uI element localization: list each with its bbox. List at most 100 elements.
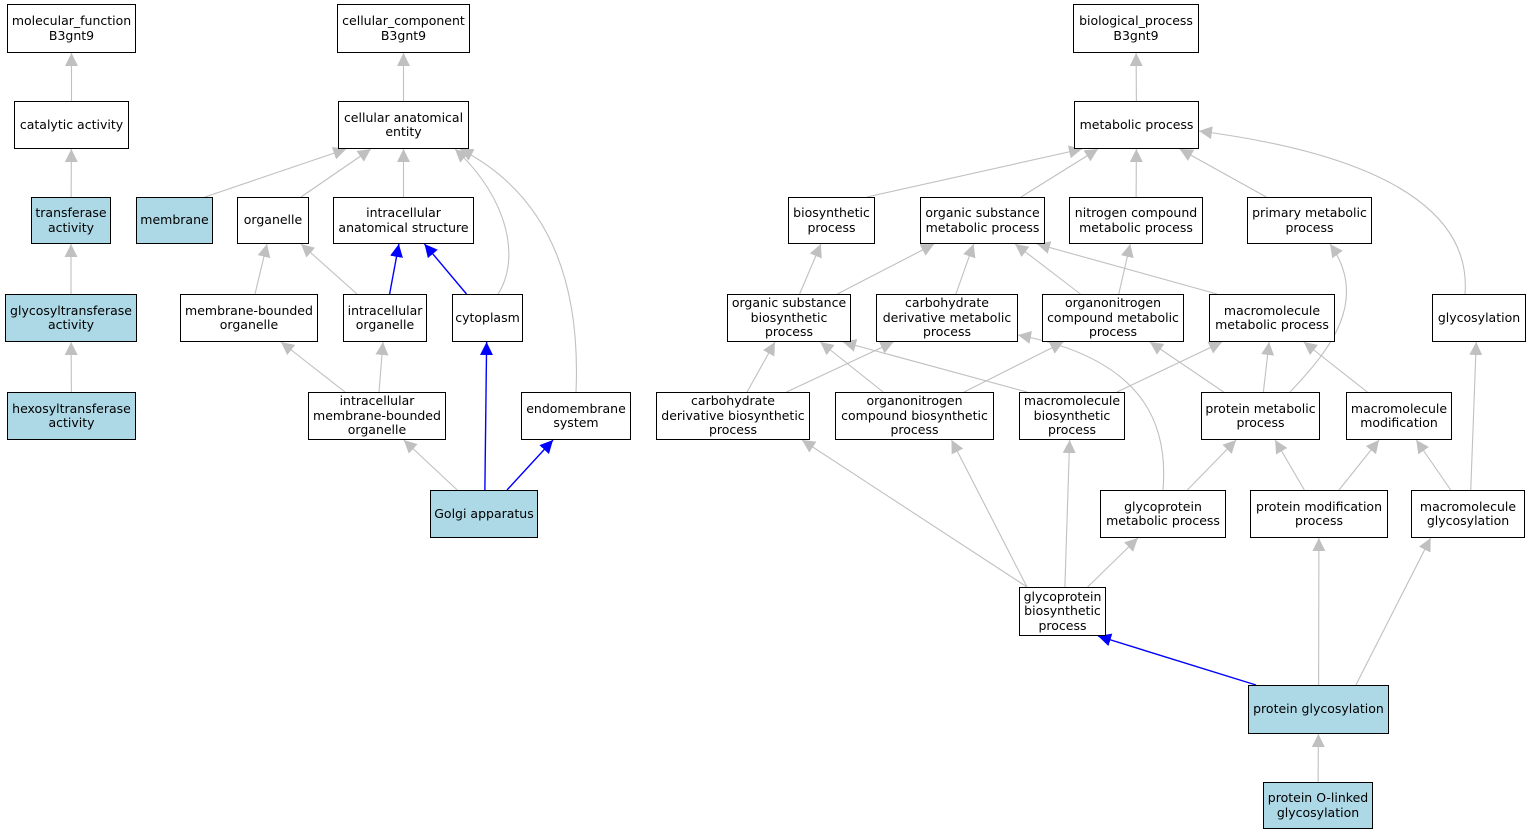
- node-label-line: compound metabolic: [1047, 309, 1179, 325]
- node-label-line: biosynthetic: [1033, 407, 1111, 423]
- edge-golgi-to-endomembrane: [506, 439, 554, 491]
- node-label-line: Golgi apparatus: [434, 505, 534, 521]
- node-label-line: metabolic process: [1079, 116, 1194, 132]
- edge-mglyc-to-mmod: [1415, 439, 1452, 491]
- node-label-line: membrane: [140, 212, 209, 228]
- node-label-line: membrane-bounded: [185, 302, 313, 318]
- node-organelle[interactable]: organelle: [237, 197, 309, 244]
- node-label-line: glycoprotein: [1023, 588, 1102, 604]
- node-label-line: biosynthetic: [1024, 603, 1101, 619]
- node-label-line: macromolecule: [1419, 498, 1517, 514]
- node-label-line: process: [1236, 415, 1285, 430]
- node-label-line: glycosylation: [1276, 804, 1360, 820]
- edge-glycosylation-to-metabolic: [1198, 126, 1466, 295]
- node-cytoplasm[interactable]: cytoplasm: [452, 294, 523, 342]
- edge-io-to-organelle: [300, 243, 358, 295]
- edge-golgi-to-cytoplasm: [479, 341, 493, 491]
- node-label-line: nitrogen compound: [1074, 205, 1198, 220]
- node-label-line: organelle: [219, 317, 279, 332]
- edge-mmp-to-osmp: [1036, 241, 1218, 295]
- edge-io-to-ias: [388, 243, 403, 295]
- node-catalytic-activity[interactable]: catalytic activity: [14, 101, 129, 149]
- node-metabolic-process[interactable]: metabolic process: [1074, 101, 1199, 149]
- node-membrane[interactable]: membrane: [136, 197, 213, 244]
- node-label-line: carbohydrate: [905, 295, 989, 311]
- node-label-line: protein O-linked: [1267, 790, 1369, 805]
- edge-gmp-to-cdmp: [1017, 331, 1165, 491]
- edge-mmod-to-mmp: [1303, 341, 1368, 393]
- node-label-line: macromolecule: [1223, 302, 1321, 318]
- node-label-line: entity: [385, 124, 422, 139]
- node-label-line: protein glycosylation: [1253, 701, 1384, 717]
- edge-gbp-to-oncbp: [951, 439, 1028, 588]
- node-golgi-apparatus[interactable]: Golgi apparatus: [430, 490, 538, 538]
- edge-endomembrane-to-cae: [459, 148, 577, 393]
- edge-osbp-to-osmp: [837, 243, 935, 295]
- node-label-line: B3gnt9: [1113, 27, 1159, 43]
- node-label-line: process: [1047, 422, 1097, 438]
- node-label-line: process: [890, 422, 939, 438]
- node-protein-glycosylation[interactable]: protein glycosylation: [1248, 685, 1389, 734]
- node-label-line: process: [1088, 324, 1138, 340]
- node-label-line: endomembrane: [526, 400, 626, 416]
- node-label-line: activity: [48, 415, 95, 430]
- node-label-line: glycoprotein: [1124, 498, 1202, 514]
- node-label-line: cytoplasm: [455, 309, 520, 325]
- node-label-line: glycosyltransferase: [10, 302, 132, 318]
- node-label-line: carbohydrate: [691, 393, 775, 409]
- node-label-line: macromolecule: [1350, 400, 1448, 416]
- node-label-line: organonitrogen: [866, 393, 963, 409]
- edge-osbp-to-biosynthetic: [799, 243, 822, 295]
- node-glycosylation[interactable]: glycosylation: [1432, 294, 1526, 342]
- node-label-line: cellular_component: [342, 13, 465, 28]
- node-label-line: process: [764, 324, 814, 340]
- edge-mbo-to-organelle: [254, 243, 271, 295]
- edge-mbp-to-mmp: [1116, 341, 1223, 393]
- node-label-line: macromolecule: [1023, 393, 1121, 409]
- edge-cdbp-to-osbp: [746, 341, 776, 393]
- node-label-line: membrane-bounded: [313, 407, 441, 423]
- node-label-line: hexosyltransferase: [12, 400, 131, 416]
- edge-pmod-to-protmp: [1274, 439, 1305, 491]
- edge-protmp-to-pmp: [1289, 243, 1348, 393]
- node-label-line: process: [922, 324, 972, 340]
- node-label-line: cellular anatomical: [343, 109, 464, 125]
- node-label-line: intracellular: [366, 205, 441, 220]
- node-label-line: organelle: [347, 422, 407, 438]
- node-label-line: biosynthetic: [793, 205, 870, 220]
- node-label-line: protein metabolic: [1205, 400, 1316, 416]
- node-label-line: organic substance: [925, 205, 1040, 220]
- edge-oncmp-to-osmp: [1014, 243, 1081, 295]
- node-label-line: protein modification: [1256, 498, 1382, 514]
